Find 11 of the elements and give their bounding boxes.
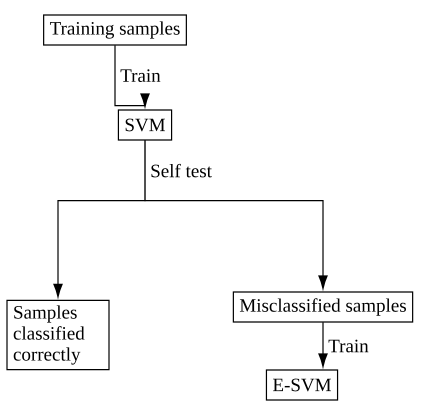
process-box: E-SVM <box>266 369 338 401</box>
edge-label: Train <box>120 69 160 82</box>
arrow <box>144 140 328 290</box>
edge-label: Self test <box>151 164 212 178</box>
process-box: Training samples <box>43 14 187 46</box>
arrow <box>318 322 328 368</box>
process-box: SVM <box>118 109 172 141</box>
process-box: Misclassified samples <box>232 291 414 323</box>
process-box: Samples classified correctly <box>6 300 110 370</box>
edge-label: Train <box>328 340 368 352</box>
arrow <box>114 46 150 108</box>
